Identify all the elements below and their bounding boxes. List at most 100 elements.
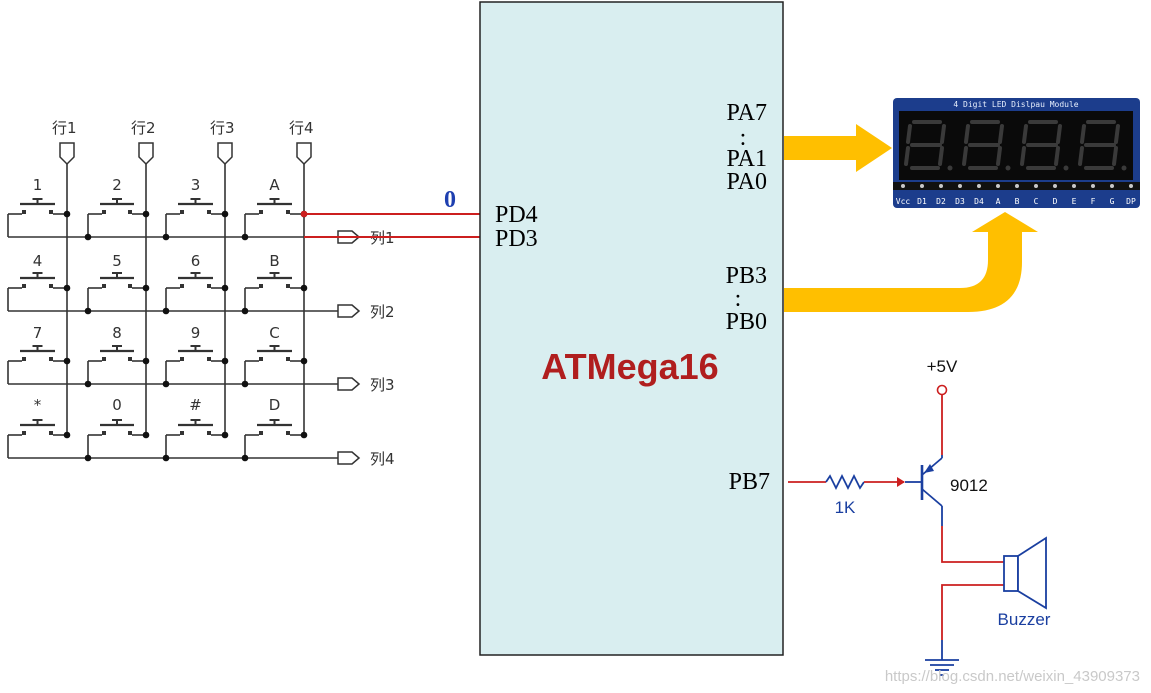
- ellipsis-pa: :: [740, 125, 747, 151]
- supply-label: +5V: [927, 357, 958, 376]
- transistor-collector: [921, 488, 943, 507]
- ellipsis-pb: :: [735, 286, 742, 312]
- col-label-3: 列3: [370, 376, 395, 394]
- key-switch: [7, 272, 71, 311]
- pin-pb7: PB7: [729, 469, 770, 495]
- data-arrows: [784, 124, 1038, 312]
- buzzer-wire-bottom: [941, 584, 1004, 640]
- key-label: 5: [112, 252, 122, 270]
- key-label: 1: [33, 176, 43, 194]
- seven-seg-digit: [1078, 120, 1127, 171]
- display-pin-label: E: [1072, 197, 1077, 206]
- key-switch: [84, 198, 150, 241]
- col-terminal-2: [337, 304, 361, 318]
- display-title: 4 Digit LED Dislpau Module: [953, 100, 1078, 109]
- display-pin-label: B: [1015, 197, 1020, 206]
- resistor-symbol: [825, 473, 865, 491]
- buzzer-body: [1003, 555, 1019, 592]
- row-terminal-2: [138, 142, 154, 166]
- row-terminal-4: [296, 142, 312, 166]
- key-switch: [162, 272, 229, 315]
- row-label-1: 行1: [52, 119, 77, 137]
- key-switch: [241, 272, 308, 315]
- buzzer-circuit: +5V 1K 9012 Buzzer: [788, 357, 1051, 676]
- key-switch: [7, 198, 71, 237]
- key-label: 6: [191, 252, 201, 270]
- key-switch: [241, 419, 308, 462]
- row-terminals: 行1 行2 行3 行4: [52, 119, 314, 166]
- key-switch: [241, 198, 308, 241]
- key-switch: [7, 345, 71, 384]
- col-terminal-4: [337, 451, 361, 465]
- key-switch: [84, 272, 150, 315]
- base-pin-marker: [897, 477, 905, 487]
- key-switch: [162, 345, 229, 388]
- buzzer-cone: [1017, 536, 1047, 610]
- seven-seg-digit: [1020, 120, 1069, 171]
- supply-terminal: [936, 384, 948, 396]
- display-pin-label: A: [996, 197, 1001, 206]
- key-label: *: [34, 396, 42, 414]
- ground-icon: [925, 659, 959, 676]
- seven-seg-digit: [962, 120, 1011, 171]
- key-switch: [241, 345, 308, 388]
- key-label: 3: [191, 176, 201, 194]
- key-label: 9: [191, 324, 201, 342]
- pa-arrow: [784, 124, 892, 172]
- mcu-chip-body: [479, 1, 784, 656]
- display-pin-label: D2: [936, 197, 946, 206]
- pin-pb3: PB3: [726, 263, 767, 289]
- transistor-label: 9012: [950, 476, 988, 495]
- pin-pd4: PD4: [495, 202, 538, 228]
- row-terminal-3: [217, 142, 233, 166]
- key-label: 4: [33, 252, 43, 270]
- display-pin-label: D4: [974, 197, 984, 206]
- key-switch: [84, 345, 150, 388]
- col-label-2: 列2: [370, 303, 395, 321]
- col-terminal-3: [337, 377, 361, 391]
- row-label-4: 行4: [289, 119, 314, 137]
- display-pin-label: G: [1110, 197, 1115, 206]
- watermark: https://blog.csdn.net/weixin_43909373: [885, 668, 1140, 685]
- display-pin-label: D3: [955, 197, 965, 206]
- pin-pa7: PA7: [727, 100, 767, 126]
- display-pin-label: C: [1034, 197, 1039, 206]
- key-label: 2: [112, 176, 122, 194]
- key-label: #: [189, 396, 202, 414]
- row-label-2: 行2: [131, 119, 156, 137]
- key-label: D: [269, 396, 281, 414]
- keypad-matrix: [8, 163, 338, 459]
- pd-wires: [304, 213, 480, 238]
- display-pin-label: D1: [917, 197, 927, 206]
- key-switch: [7, 419, 71, 458]
- pd4-level-label: 0: [444, 187, 456, 213]
- col-terminals: 列1 列2 列3 列4: [337, 229, 395, 468]
- key-switch: [162, 198, 229, 241]
- key-label: C: [269, 324, 279, 342]
- key-label: B: [269, 252, 279, 270]
- key-label: 7: [33, 324, 43, 342]
- display-pin-label: D: [1053, 197, 1058, 206]
- key-label: 8: [112, 324, 122, 342]
- seven-seg-digit: [904, 120, 953, 171]
- pin-pd3: PD3: [495, 226, 538, 252]
- row-label-3: 行3: [210, 119, 235, 137]
- resistor-label: 1K: [835, 498, 856, 517]
- row-terminal-1: [59, 142, 75, 166]
- led-display-module: 4 Digit LED Dislpau Module Vcc D1 D2 D3 D4 A B…: [893, 98, 1140, 208]
- display-pin-label: F: [1091, 197, 1096, 206]
- key-label: A: [269, 176, 280, 194]
- display-pin-labels: Vcc D1 D2 D3 D4 A B C D E F G DP: [896, 184, 1136, 206]
- pin-pa0: PA0: [727, 169, 767, 195]
- mcu-title: ATMega16: [541, 346, 718, 387]
- pb-arrow: [784, 212, 1038, 312]
- display-pin-label: DP: [1126, 197, 1136, 206]
- buzzer-wire-top: [941, 526, 1004, 563]
- key-switch: [84, 419, 150, 462]
- display-pin-label: Vcc: [896, 197, 911, 206]
- pin-pa1: PA1: [727, 146, 767, 172]
- col-label-4: 列4: [370, 450, 395, 468]
- display-digits: [904, 120, 1127, 171]
- key-switch: [162, 419, 229, 462]
